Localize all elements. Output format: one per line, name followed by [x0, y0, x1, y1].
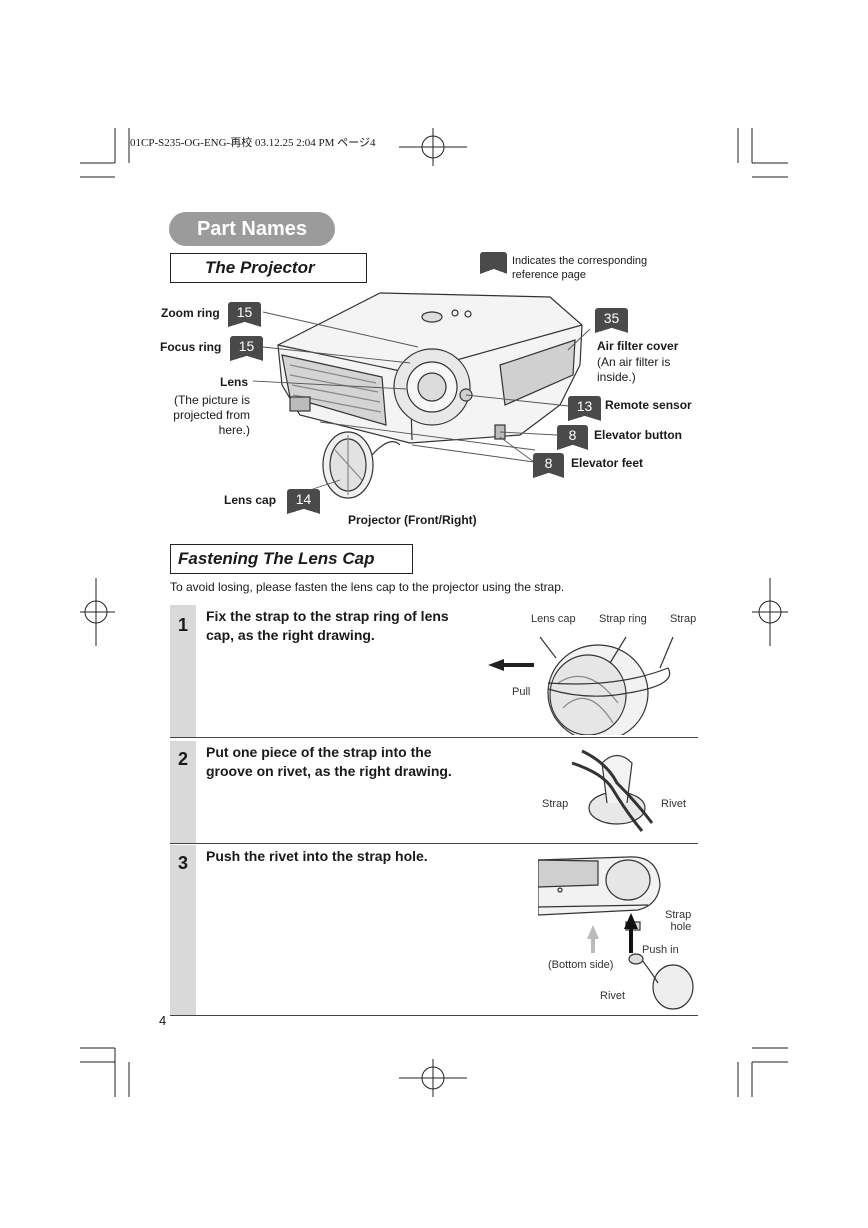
- air-filter-page-badge: 35: [595, 308, 628, 333]
- printer-slug: 01CP-S235-OG-ENG-再校 03.12.25 2:04 PM ページ…: [130, 137, 376, 149]
- lens-note: (The picture is projected from here.): [173, 393, 250, 437]
- step-3: 3 Push the rivet into the strap hole. St…: [170, 845, 698, 1016]
- air-filter-label: Air filter cover: [597, 339, 679, 353]
- zoom-ring-label: Zoom ring: [161, 306, 220, 320]
- remote-sensor-page-badge: 13: [568, 396, 601, 421]
- elevator-button-label: Elevator button: [594, 428, 683, 442]
- step-1: 1 Fix the strap to the strap ring of len…: [170, 605, 698, 738]
- strap-ring-fig-label: Strap ring: [599, 613, 647, 625]
- elevator-button-page-badge: 8: [557, 425, 588, 450]
- pull-fig-label: Pull: [512, 686, 531, 698]
- step-tab: [170, 845, 196, 1015]
- legend-text: Indicates the corresponding reference pa…: [512, 255, 648, 281]
- reference-book-icon: [480, 252, 507, 274]
- lens-cap-page-badge: 14: [287, 489, 320, 514]
- page-number: 4: [159, 1013, 167, 1028]
- bottom-side-fig-label: (Bottom side): [548, 959, 614, 971]
- step-tab: [170, 741, 196, 843]
- elevator-feet-page-badge: 8: [533, 453, 564, 478]
- step-number: 1: [177, 615, 188, 635]
- projector-heading: The Projector: [170, 253, 367, 283]
- step-number: 3: [177, 853, 188, 873]
- step-instruction: Put one piece of the strap into the groo…: [206, 744, 452, 779]
- step-instruction: Fix the strap to the strap ring of lens …: [206, 608, 449, 643]
- strap-fig-label: Strap: [670, 613, 697, 625]
- step-number: 2: [177, 749, 188, 769]
- intro-text: To avoid losing, please fasten the lens …: [170, 580, 565, 594]
- strap-fig-label: Strap: [542, 798, 569, 810]
- fastening-heading: Fastening The Lens Cap: [170, 544, 413, 574]
- lens-label: Lens: [220, 375, 249, 389]
- rivet-fig-label: Rivet: [600, 990, 626, 1002]
- rivet-fig-label: Rivet: [661, 798, 687, 810]
- air-filter-note: (An air filter is inside.): [597, 355, 671, 384]
- lens-cap-label: Lens cap: [224, 493, 277, 507]
- focus-ring-label: Focus ring: [160, 340, 222, 354]
- step-2: 2 Put one piece of the strap into the gr…: [170, 741, 698, 844]
- remote-sensor-label: Remote sensor: [605, 398, 692, 412]
- step-instruction: Push the rivet into the strap hole.: [206, 848, 428, 864]
- elevator-feet-label: Elevator feet: [571, 456, 644, 470]
- lens-cap-strap-drawing: [488, 636, 674, 735]
- focus-ring-page-badge: 15: [230, 336, 263, 361]
- push-rivet-drawing: [538, 856, 694, 1010]
- push-in-fig-label: Push in: [642, 944, 679, 956]
- projector-illustration: [252, 292, 591, 499]
- strap-hole-fig-label: Strap hole: [665, 909, 692, 933]
- rivet-strap-drawing: [571, 749, 654, 832]
- step-tab: [170, 605, 196, 737]
- lens-cap-fig-label: Lens cap: [531, 613, 576, 625]
- projector-caption: Projector (Front/Right): [348, 513, 477, 527]
- section-title: Part Names: [169, 212, 335, 246]
- zoom-ring-page-badge: 15: [228, 302, 261, 327]
